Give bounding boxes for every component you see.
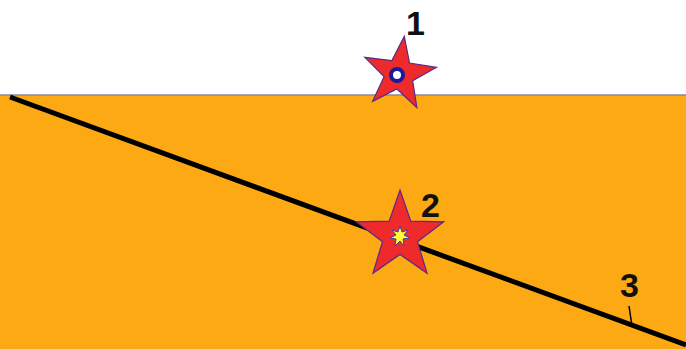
callout-number: 2 [421, 188, 440, 222]
epicenter-star [359, 31, 440, 109]
callout-number: 1 [406, 6, 425, 40]
ground [0, 95, 686, 349]
hypocenter-burst [390, 226, 410, 246]
callout-number: 3 [620, 268, 639, 302]
epicenter-mark [391, 69, 403, 81]
leader-line [629, 306, 632, 326]
surface-line [0, 94, 686, 96]
fault-line [10, 97, 686, 345]
